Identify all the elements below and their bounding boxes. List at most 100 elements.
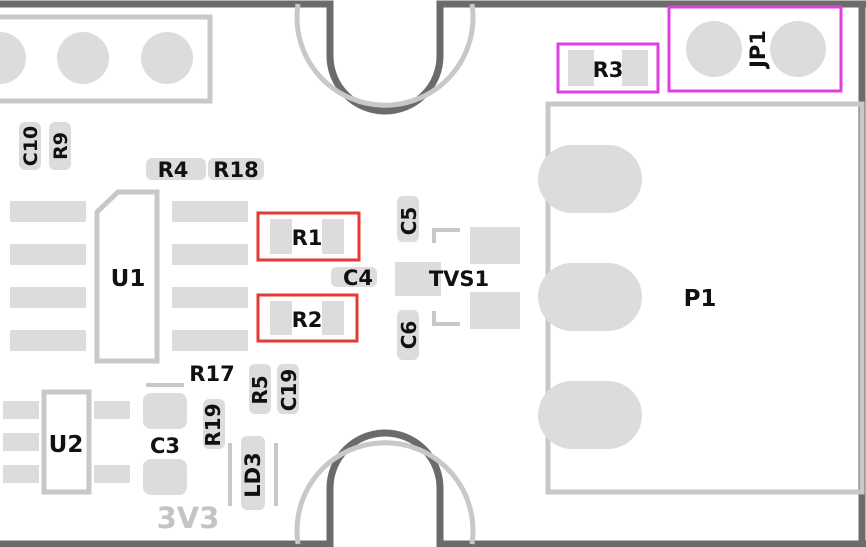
r4-pads [146,158,206,180]
r19-pads [203,399,225,449]
component-c6: C6 [397,310,421,360]
component-u2: U2 [3,389,130,495]
component-r2: R2 [256,293,359,343]
component-ld3: LD3 [228,436,278,510]
tvs1-silk-corner [432,228,460,243]
u1-pad [10,201,86,222]
component-r1: R1 [256,211,361,262]
component-r5: R5 [248,364,272,414]
component-p1: P1 [538,101,865,495]
u1-pad [172,287,248,308]
r5-pads [249,364,271,414]
r2-label: R2 [292,308,323,332]
c6-pads [397,310,419,360]
u1-label: U1 [111,266,146,292]
c10-pads [19,122,41,170]
component-r3: R3 [556,42,660,94]
p1-pad [538,145,642,213]
component-r9: R9 [49,122,72,170]
c19-pads [277,364,299,414]
u1-pad [10,330,86,351]
component-c3: C3 [143,383,187,495]
header-pad [141,32,193,84]
jp1-pad [686,21,742,77]
u2-label: U2 [49,432,84,458]
component-c10: C10 [19,122,42,170]
u1-left-pads [10,201,86,351]
r1-pad [322,219,344,254]
component-c19: C19 [277,364,301,414]
jp1-pad [770,21,826,77]
u1-body-outline [94,189,160,364]
component-r18: R18 [208,158,264,182]
u2-pad [94,465,130,483]
r18-label: R18 [213,158,258,182]
c3-pad [143,459,187,495]
header-pad [57,32,109,84]
tvs1-pad [395,262,441,296]
u2-body-outline [41,389,92,495]
r3-pad [568,50,594,86]
r17-label: R17 [189,362,234,386]
r2-pad [322,301,344,335]
r3-pad [622,50,648,86]
c3-label: C3 [150,434,180,458]
c4-label: C4 [343,266,373,290]
u2-pad [94,401,130,419]
jp1-label: JP1 [746,30,770,70]
r1-label: R1 [292,226,323,250]
r9-label: R9 [50,132,72,160]
u2-pad [3,465,39,483]
bottom-mounting-hole-ring [294,440,476,545]
c4-pads [331,267,377,287]
u2-pads [3,401,130,483]
component-jp1: JP1 [667,5,843,93]
r2-highlight-box [256,293,359,343]
component-r17: R17 [189,362,234,386]
p1-pad [538,263,642,331]
c5-pads [397,196,419,242]
p1-label: P1 [684,286,717,312]
c19-label: C19 [277,369,301,412]
jp1-highlight-box [667,5,843,93]
c3-pad [143,393,187,429]
top-mounting-hole-ring [294,3,476,108]
r18-pads [208,158,264,180]
ld3-pads [241,436,265,510]
tvs1-label: TVS1 [429,267,489,291]
u1-pad [10,244,86,265]
r9-pads [49,122,71,170]
c10-label: C10 [20,126,42,166]
r1-pad [270,219,292,254]
r1-highlight-box [256,211,361,262]
p1-pad [538,381,642,449]
ld3-label: LD3 [241,452,265,497]
u1-pad [172,330,248,351]
header-pad [0,32,26,84]
component-tvs1: TVS1 [395,227,520,329]
r2-pad [270,301,292,335]
tvs1-pad [470,292,520,329]
component-r19: R19 [201,399,225,449]
u1-pad [10,287,86,308]
r5-label: R5 [248,375,272,404]
u2-pad [3,401,39,419]
r3-highlight-box [556,42,660,94]
r3-label: R3 [593,58,624,82]
component-u1: U1 [10,189,248,364]
c6-label: C6 [397,321,421,350]
component-c4: C4 [331,266,377,290]
component-c5: C5 [397,196,421,242]
net-label-3v3: 3V3 [157,501,220,535]
header-silkscreen [0,14,213,104]
mounting-hole-rings [294,3,476,545]
top-left-header [0,14,213,104]
tvs1-pad [470,227,520,264]
r19-label: R19 [201,403,225,446]
u1-pad [172,244,248,265]
u2-pad [3,433,39,451]
u1-pad [172,201,248,222]
u1-right-pads [172,201,248,351]
r4-label: R4 [158,158,189,182]
